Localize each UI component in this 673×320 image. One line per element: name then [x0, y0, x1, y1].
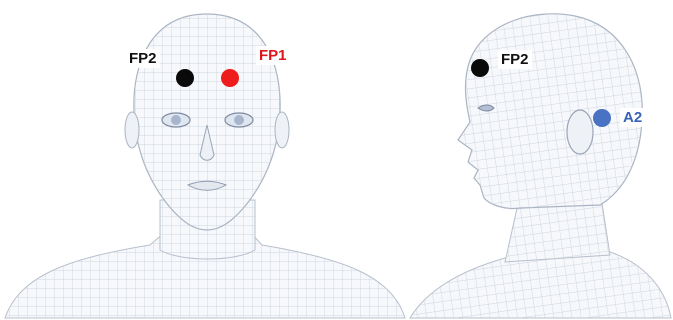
- fp2-label-front: FP2: [126, 49, 160, 68]
- fp2-label-side: FP2: [498, 50, 532, 69]
- left-ear: [125, 112, 139, 148]
- fp1-label: FP1: [256, 46, 290, 65]
- a2-label: A2: [620, 108, 645, 127]
- head-side-wireframe-icon: [410, 14, 671, 318]
- side-ear: [567, 110, 593, 154]
- a2-electrode: [593, 109, 611, 127]
- right-ear: [275, 112, 289, 148]
- fp2-electrode-front: [176, 69, 194, 87]
- fp2-electrode-side: [471, 59, 489, 77]
- head-front-wireframe-icon: [5, 14, 405, 318]
- fp1-electrode: [221, 69, 239, 87]
